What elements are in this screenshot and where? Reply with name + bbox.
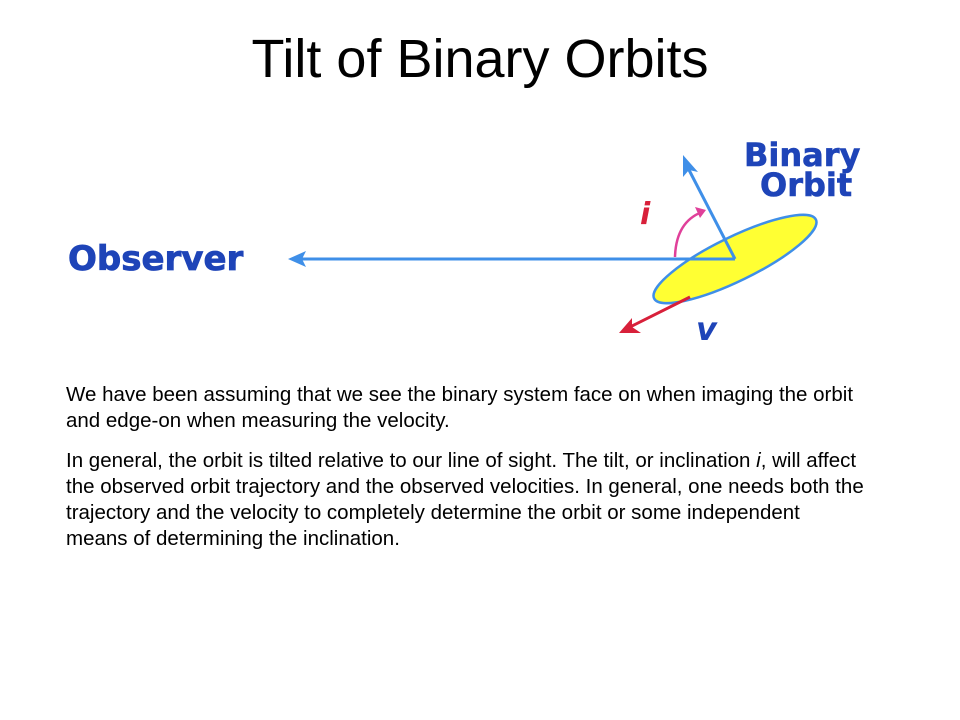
slide-title: Tilt of Binary Orbits	[251, 29, 709, 89]
line-of-sight-arrowhead	[288, 251, 306, 267]
paragraph-inclination: In general, the orbit is tilted relative…	[66, 448, 866, 552]
paragraph-2-start: In general, the orbit is tilted relative…	[66, 449, 757, 472]
orbit-normal-line	[686, 167, 737, 260]
velocity-symbol-label: v	[696, 310, 718, 348]
orbit-normal-arrowhead	[683, 155, 698, 177]
paragraph-2-inclination-symbol: i	[756, 449, 761, 472]
observer-label: Observer	[68, 239, 244, 279]
binary-orbit-label-line2: Orbit	[760, 166, 852, 204]
orbit-inclination-diagram: Observer i v Binary Orbit	[68, 136, 861, 348]
inclination-symbol-label: i	[640, 197, 651, 232]
binary-orbit-label-line1: Binary	[744, 136, 861, 174]
inclination-arc	[673, 210, 703, 258]
body-text: We have been assuming that we see the bi…	[66, 382, 866, 566]
paragraph-2-end: , will affect the observed orbit traject…	[66, 449, 864, 550]
inclination-arc-arrowhead	[695, 207, 706, 218]
paragraph-face-on-assumption: We have been assuming that we see the bi…	[66, 383, 854, 432]
velocity-arrowhead	[619, 318, 641, 333]
velocity-line	[629, 295, 691, 329]
